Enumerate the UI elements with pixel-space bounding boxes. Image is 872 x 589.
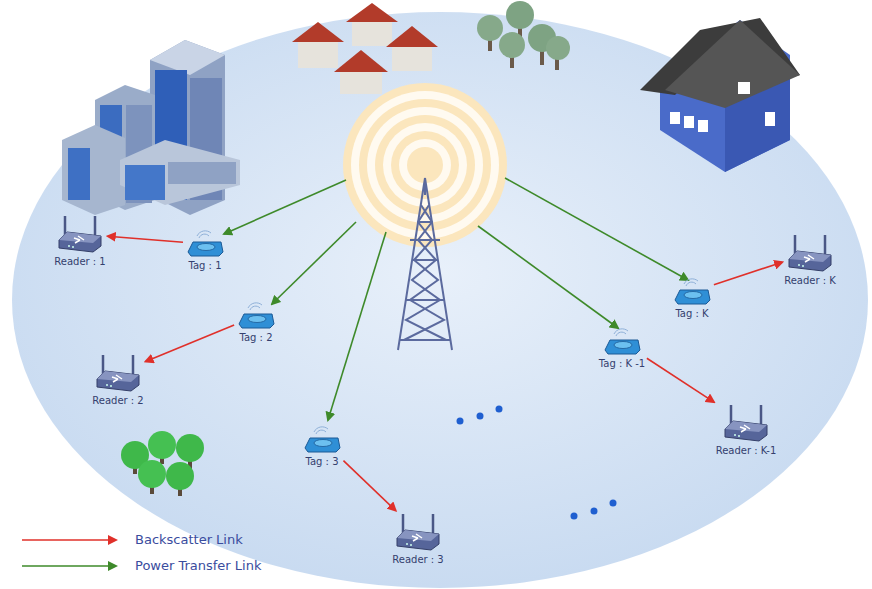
- reader-node: Reader : 1: [54, 214, 105, 267]
- office-buildings: [62, 40, 240, 215]
- backscatter-link: [146, 325, 235, 362]
- blue-house: [640, 18, 800, 172]
- tag-node: Tag : K -1: [599, 328, 645, 369]
- tag-node: Tag : 1: [185, 230, 225, 271]
- tag-icon: [302, 426, 342, 454]
- reader-node: Reader : K-1: [716, 403, 777, 456]
- reader-icon: [395, 512, 441, 552]
- trees: [477, 1, 570, 70]
- tag-label: Tag : K -1: [599, 358, 645, 369]
- reader-label: Reader : K: [784, 275, 836, 286]
- backscatter-link: [714, 262, 782, 285]
- legend-sample-backscatter: [22, 539, 116, 541]
- legend-text: Backscatter Link: [135, 532, 243, 547]
- radio-rings: [343, 83, 507, 247]
- reader-icon: [57, 214, 103, 254]
- backscatter-link: [647, 358, 714, 402]
- backscatter-link: [108, 236, 183, 242]
- reader-label: Reader : 1: [54, 256, 105, 267]
- houses: [292, 3, 438, 94]
- reader-node: Reader : 2: [92, 353, 143, 406]
- reader-icon: [95, 353, 141, 393]
- reader-label: Reader : 2: [92, 395, 143, 406]
- tag-node: Tag : K: [672, 278, 712, 319]
- tag-icon: [602, 328, 642, 356]
- tag-label: Tag : 2: [239, 332, 272, 343]
- tag-label: Tag : K: [675, 308, 708, 319]
- tag-node: Tag : 3: [302, 426, 342, 467]
- reader-label: Reader : K-1: [716, 445, 777, 456]
- tag-icon: [672, 278, 712, 306]
- reader-node: Reader : 3: [392, 512, 443, 565]
- tag-label: Tag : 3: [305, 456, 338, 467]
- coverage-area: [12, 12, 868, 588]
- transmission-tower: [398, 178, 452, 350]
- backscatter-link: [343, 461, 395, 511]
- reader-label: Reader : 3: [392, 554, 443, 565]
- power-transfer-link: [224, 178, 688, 420]
- reader-icon: [787, 233, 833, 273]
- reader-icon: [723, 403, 769, 443]
- tag-label: Tag : 1: [188, 260, 221, 271]
- reader-node: Reader : K: [784, 233, 836, 286]
- trees: [121, 431, 204, 496]
- legend-text: Power Transfer Link: [135, 558, 261, 573]
- ellipsis-dots: [457, 406, 617, 520]
- tag-icon: [236, 302, 276, 330]
- legend-sample-power: [22, 565, 116, 567]
- tag-node: Tag : 2: [236, 302, 276, 343]
- tag-icon: [185, 230, 225, 258]
